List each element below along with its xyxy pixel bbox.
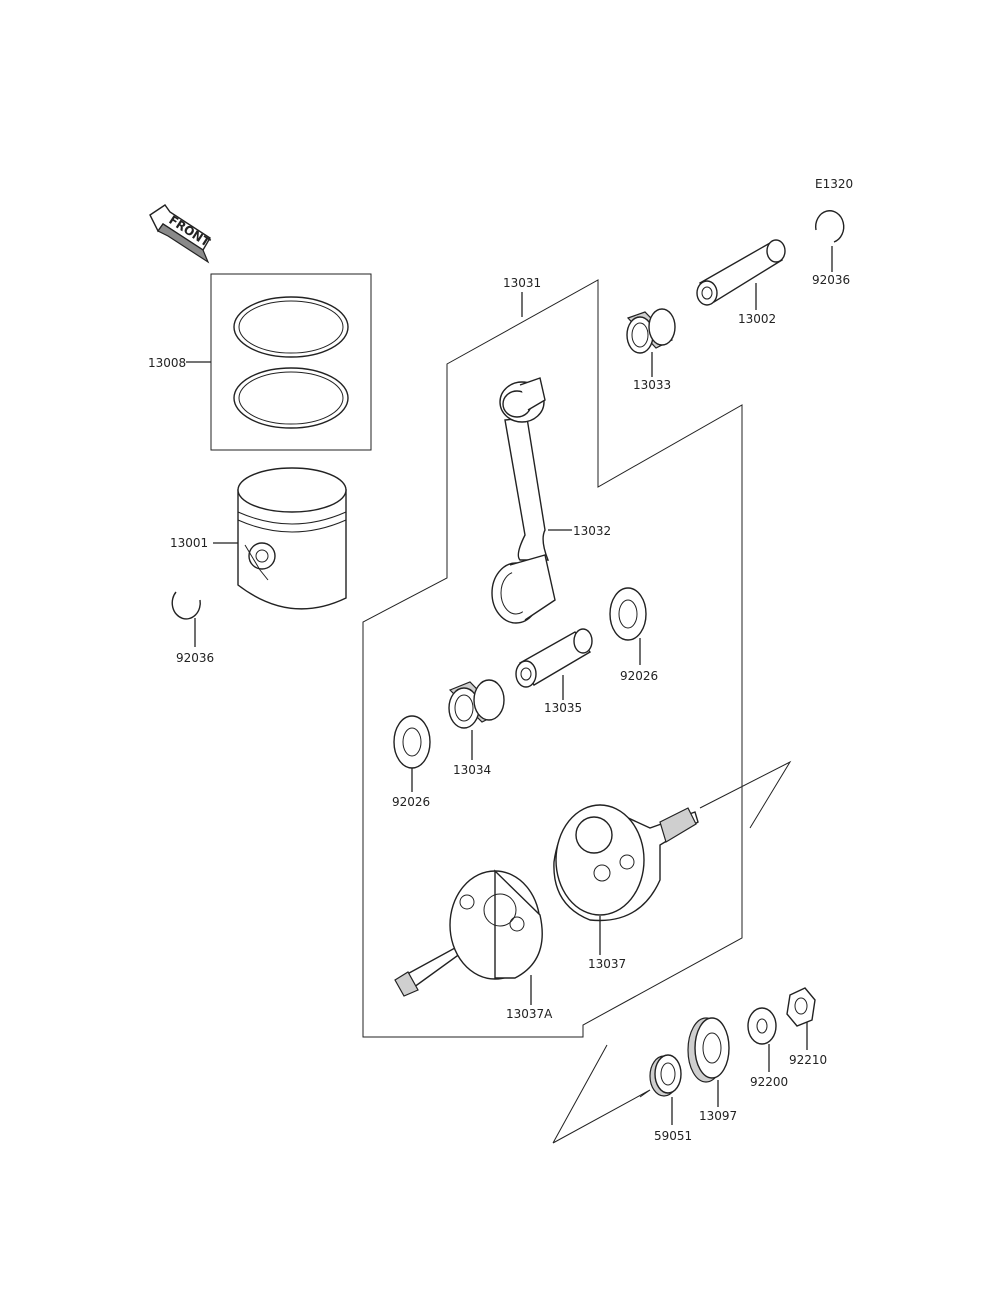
label-13002: 13002	[738, 312, 776, 326]
label-13034: 13034	[453, 763, 491, 777]
needle-bearing-top	[626, 308, 676, 354]
crankshaft-right-half	[553, 804, 699, 922]
shaft-break-line-bottom	[552, 1044, 651, 1144]
label-59051: 59051	[654, 1129, 692, 1143]
label-92036-left: 92036	[176, 651, 214, 665]
label-92026-left: 92026	[392, 795, 430, 809]
label-13001: 13001	[170, 536, 208, 550]
diagram-code: E1320	[815, 177, 853, 191]
needle-bearing-bottom	[448, 679, 505, 729]
label-92026-right: 92026	[620, 669, 658, 683]
label-13008: 13008	[148, 356, 186, 370]
front-arrow-icon: FRONT	[149, 204, 213, 264]
label-92036-right: 92036	[812, 273, 850, 287]
flange-nut	[786, 987, 816, 1027]
gear-large	[687, 1017, 730, 1083]
piston-ring-set	[210, 273, 372, 451]
label-13032: 13032	[573, 524, 611, 538]
label-13035: 13035	[544, 701, 582, 715]
connecting-rod	[491, 377, 556, 624]
label-13033: 13033	[633, 378, 671, 392]
label-92210: 92210	[789, 1053, 827, 1067]
washer	[747, 1007, 777, 1045]
label-13097: 13097	[699, 1109, 737, 1123]
shaft-break-line-top	[699, 760, 792, 829]
label-92200: 92200	[750, 1075, 788, 1089]
label-13037A: 13037A	[506, 1007, 553, 1021]
crank-pin	[515, 628, 593, 688]
circlip-left	[171, 591, 201, 620]
circlip-right	[815, 210, 845, 243]
thrust-washer-right	[609, 587, 647, 641]
label-13037: 13037	[588, 957, 626, 971]
thrust-washer-left	[393, 715, 431, 769]
piston-pin	[696, 239, 786, 306]
label-13031: 13031	[503, 276, 541, 290]
gear-small	[649, 1054, 682, 1097]
crankshaft-left-half	[394, 869, 543, 997]
piston	[237, 467, 347, 610]
crankshaft-assembly-outline	[362, 279, 743, 1038]
